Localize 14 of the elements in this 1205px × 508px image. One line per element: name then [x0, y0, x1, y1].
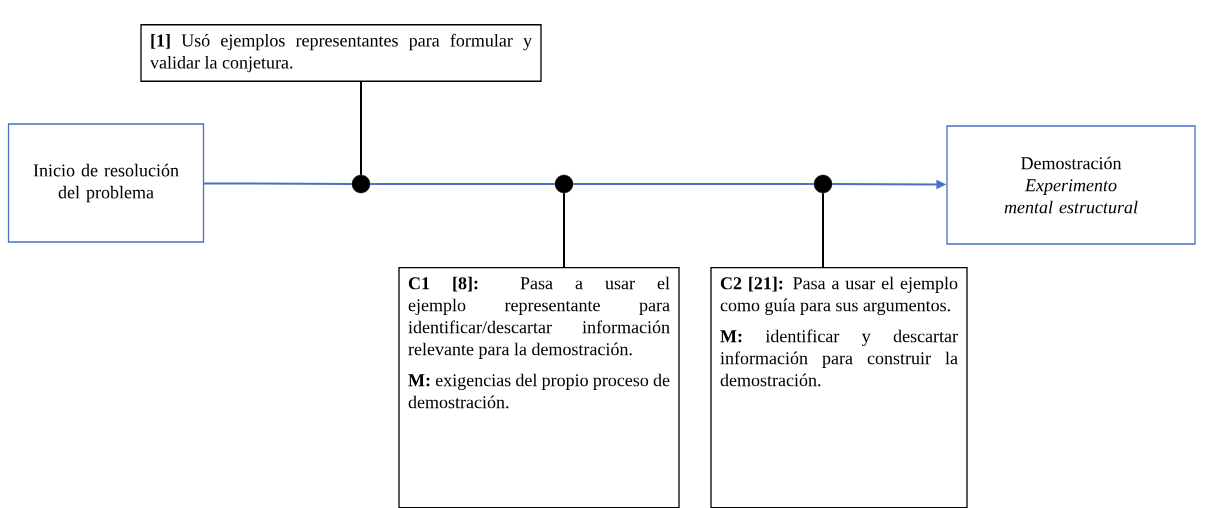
end-box: Demostración Experimento mental estructural: [946, 125, 1196, 245]
connector-line: [572, 183, 815, 185]
note-box: C2 [21]: Pasa a usar el ejemplo como guía para sus argumentos. M: identificar y descartar información para construir la demostración.: [710, 267, 968, 508]
junction-dot: [351, 174, 371, 194]
connector-line: [822, 192, 824, 268]
connector-line: [360, 80, 362, 176]
start-box: Inicio de resolución del problema: [7, 123, 205, 243]
junction-dot: [554, 174, 574, 194]
connector-line: [369, 183, 556, 185]
connector-line: [563, 192, 565, 268]
junction-dot: [813, 174, 833, 194]
note-box: C1 [8]: Pasa a usar el ejemplo representante para identificar/descartar información relevante para la demostración. M: exigencias del propio proceso de demostración.: [398, 267, 680, 508]
connector-line: [203, 182, 353, 185]
note-box: [1] Usó ejemplos representantes para formular y validar la conjetura.: [140, 24, 542, 82]
